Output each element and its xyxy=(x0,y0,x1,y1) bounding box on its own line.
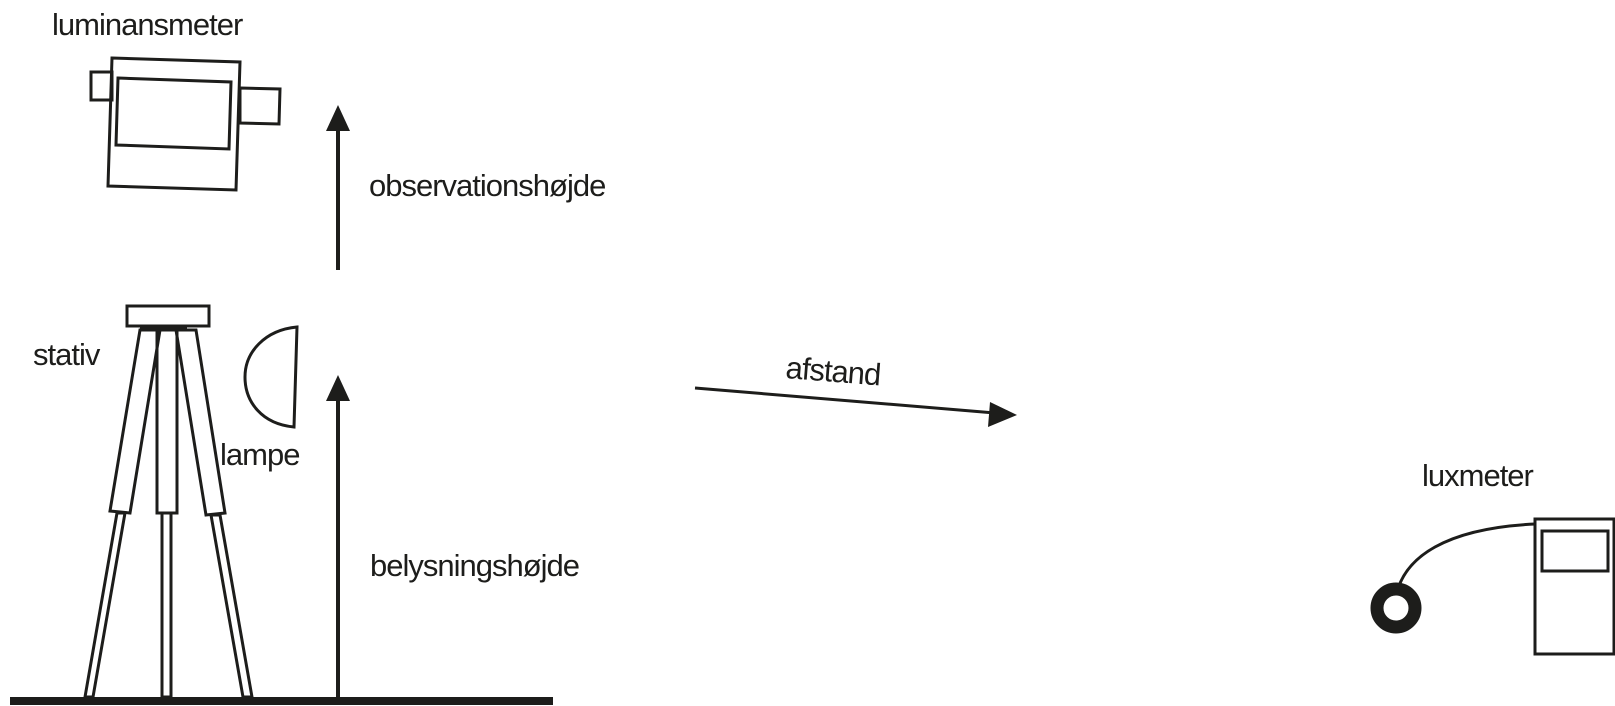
observation-height-arrow xyxy=(326,105,350,270)
lighting-height-label: belysningshøjde xyxy=(370,548,579,583)
lighting-height-arrow xyxy=(326,375,350,697)
tripod-icon xyxy=(83,304,254,699)
lux-meter-label: luxmeter xyxy=(1422,458,1534,493)
lux-meter-icon xyxy=(1370,517,1615,656)
distance-label: afstand xyxy=(784,350,881,392)
observation-height-label: observationshøjde xyxy=(369,168,605,203)
distance-arrow xyxy=(694,386,1017,427)
tripod-label: stativ xyxy=(33,337,101,372)
lux-sensor-icon xyxy=(1370,582,1422,634)
luminance-meter-label: luminansmeter xyxy=(52,7,243,42)
lamp-icon xyxy=(243,325,299,429)
lamp-label: lampe xyxy=(220,437,299,472)
luminance-meter-icon xyxy=(89,56,282,192)
